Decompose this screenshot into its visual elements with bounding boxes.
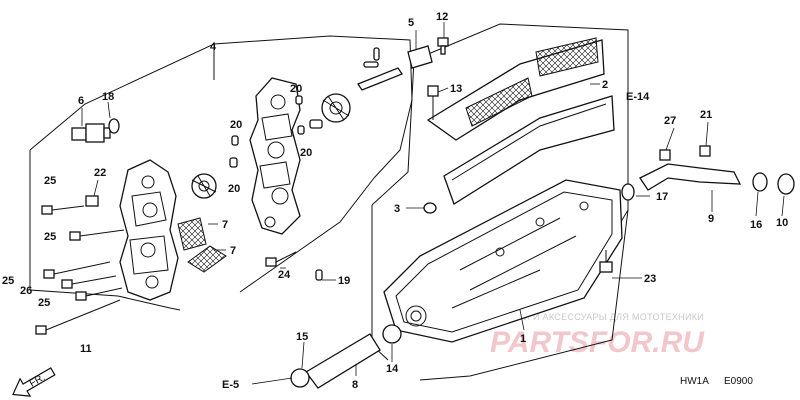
- callout-21: 21: [700, 109, 712, 121]
- callout-25c: 25: [2, 275, 14, 287]
- callout-7a: 7: [222, 219, 228, 231]
- callout-12: 12: [436, 11, 448, 23]
- callout-6: 6: [78, 95, 84, 107]
- filter-screen-upper: [177, 217, 207, 251]
- callout-19: 19: [338, 275, 350, 287]
- callout-16: 16: [750, 219, 762, 231]
- seal-15: [290, 368, 310, 388]
- oil-pan-gasket: [443, 95, 615, 205]
- callout-7b: 7: [230, 245, 236, 257]
- callout-1: 1: [520, 333, 526, 345]
- callout-11: 11: [80, 343, 92, 355]
- filter-screen-lower: [187, 245, 227, 273]
- callout-17: 17: [656, 191, 668, 203]
- callout-3: 3: [394, 203, 400, 215]
- dowel-pins: [229, 47, 380, 281]
- valve-body-upper: [249, 77, 301, 235]
- o-ring-14: [382, 324, 402, 344]
- flange-bolt-12: [437, 37, 449, 55]
- callout-26: 26: [20, 285, 32, 297]
- watermark-caption: ЗАПЧАСТИ И АКСЕССУАРЫ ДЛЯ МОТОТЕХНИКИ: [480, 312, 704, 322]
- callout-2: 2: [602, 79, 608, 91]
- shift-spool: [357, 67, 403, 91]
- callout-20a: 20: [290, 83, 302, 95]
- clamp-bracket: [407, 45, 433, 69]
- callout-9: 9: [708, 213, 714, 225]
- o-ring-18: [108, 118, 120, 134]
- oil-pipe: [639, 163, 742, 191]
- front-direction-arrow: FR.: [12, 367, 56, 397]
- callout-25b: 25: [44, 231, 56, 243]
- callout-20d: 20: [228, 183, 240, 195]
- callout-27: 27: [664, 115, 676, 127]
- callout-labels: 1 2 3 4 5 6 7 7 8 9 10 11 12 13 14 15 16…: [2, 11, 788, 391]
- diagram-code: HW1A: [680, 376, 709, 387]
- watermark-brand: PARTSFOR.RU: [490, 326, 705, 359]
- pump-rotor-right: [321, 93, 351, 123]
- callout-23: 23: [644, 273, 656, 285]
- figure-number: E0900: [724, 376, 753, 387]
- callout-5: 5: [408, 17, 414, 29]
- callout-10: 10: [776, 217, 788, 229]
- callout-25a: 25: [44, 175, 56, 187]
- oil-strainer-tube: [305, 333, 381, 389]
- pump-rotor-left: [191, 173, 217, 199]
- callout-20b: 20: [230, 119, 242, 131]
- drain-bolt-23: [599, 250, 613, 273]
- callout-8: 8: [352, 379, 358, 391]
- upper-cover-gasket: [426, 37, 605, 141]
- callout-20c: 20: [300, 147, 312, 159]
- bolt-set-left: [35, 195, 297, 335]
- callout-25d: 25: [38, 297, 50, 309]
- callout-15: 15: [296, 331, 308, 343]
- callout-18: 18: [102, 91, 114, 103]
- reference-e14: E-14: [626, 91, 650, 103]
- valve-body-group-frame: [29, 35, 413, 311]
- watermark: ЗАПЧАСТИ И АКСЕССУАРЫ ДЛЯ МОТОТЕХНИКИ PA…: [480, 312, 705, 359]
- oil-pan: [383, 179, 623, 343]
- reference-e5: E-5: [222, 379, 239, 391]
- breather-fitting: [427, 85, 439, 120]
- callout-4: 4: [210, 41, 217, 53]
- callout-13: 13: [450, 83, 462, 95]
- pressure-switch: [71, 123, 111, 143]
- washer-3: [423, 202, 437, 214]
- leader-lines: [81, 22, 785, 376]
- pipe-fittings: [621, 145, 795, 201]
- callout-24: 24: [278, 269, 291, 281]
- separator-plate-left: [119, 159, 179, 301]
- callout-14: 14: [386, 363, 399, 375]
- callout-22: 22: [94, 167, 106, 179]
